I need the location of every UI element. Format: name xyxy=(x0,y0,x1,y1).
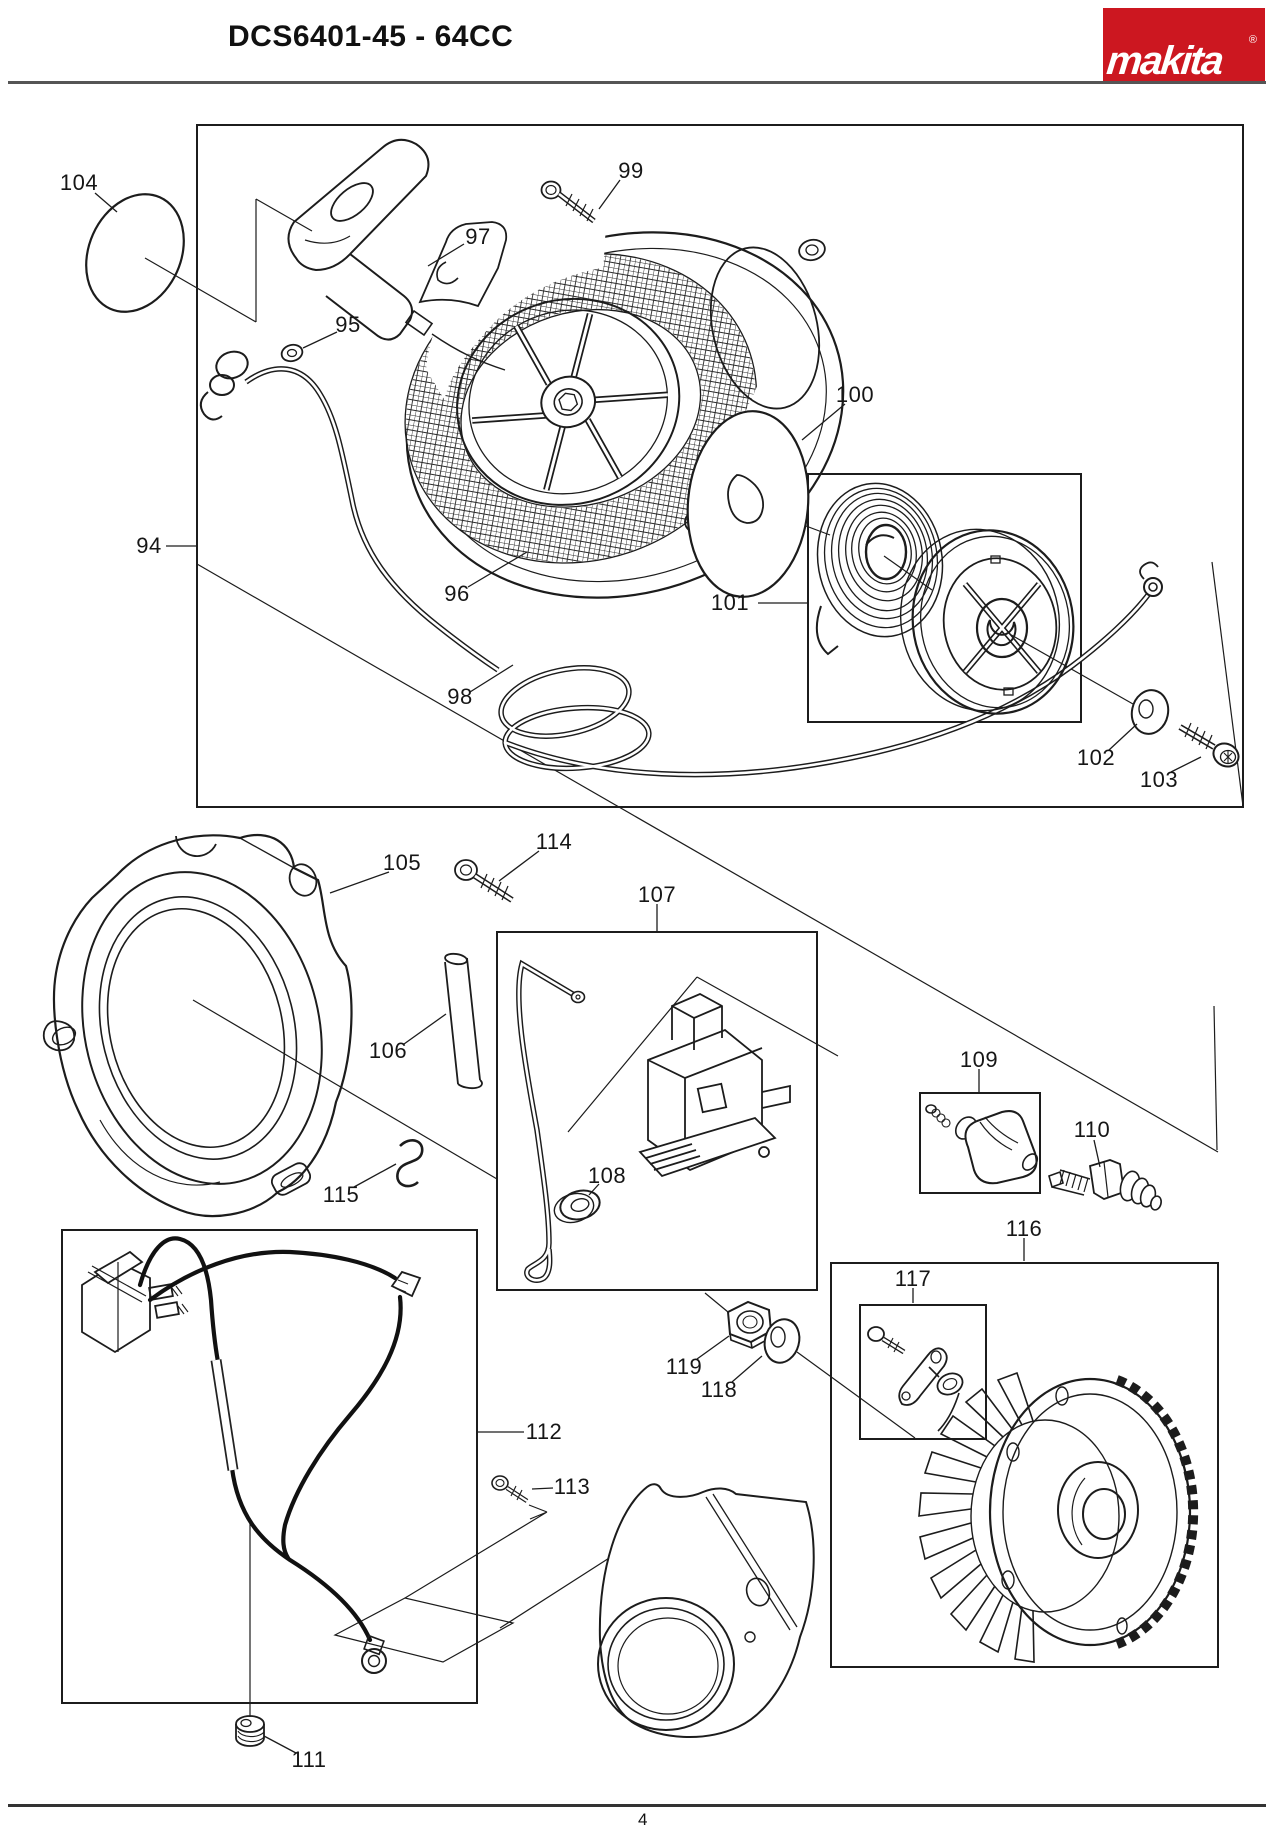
washer-118 xyxy=(763,1318,801,1364)
callout-99: 99 xyxy=(618,158,644,183)
callout-111: 111 xyxy=(291,1747,327,1772)
callout-113: 113 xyxy=(553,1474,591,1499)
screw-113 xyxy=(491,1475,529,1503)
callout-leaders xyxy=(94,179,1202,1754)
callout-117: 117 xyxy=(894,1266,932,1291)
callout-115: 115 xyxy=(322,1182,360,1207)
page-title: DCS6401-45 - 64CC xyxy=(228,20,514,53)
s-hook-115 xyxy=(396,1139,424,1188)
callout-114: 114 xyxy=(535,829,573,854)
callout-95: 95 xyxy=(335,312,361,337)
callout-109: 109 xyxy=(959,1047,999,1072)
footer-rule xyxy=(8,1804,1266,1807)
switch-harness-112 xyxy=(81,1236,422,1674)
starter-grip-97 xyxy=(287,138,506,371)
plug-cap-109 xyxy=(925,1104,1039,1185)
rewind-spring-101 xyxy=(815,482,944,656)
callout-97: 97 xyxy=(465,224,491,249)
pawl-kit-117 xyxy=(867,1326,964,1432)
callout-100: 100 xyxy=(835,382,875,407)
projection-lines xyxy=(144,198,1244,1717)
flywheel-116 xyxy=(918,1371,1199,1663)
spark-plug-110 xyxy=(1048,1159,1162,1211)
fan-cover-105 xyxy=(42,833,353,1218)
callout-108: 108 xyxy=(587,1163,627,1188)
callout-98: 98 xyxy=(447,684,473,709)
makita-logo: makita ® xyxy=(1103,8,1265,83)
detail-boxes xyxy=(61,124,1244,1704)
callout-96: 96 xyxy=(444,581,470,606)
cylinder-shroud-drawing xyxy=(597,1483,815,1739)
callout-110: 110 xyxy=(1073,1117,1111,1142)
screw-114 xyxy=(454,859,514,903)
callout-101: 101 xyxy=(710,590,750,615)
callout-107: 107 xyxy=(637,882,677,907)
callout-103: 103 xyxy=(1139,767,1179,792)
callout-118: 118 xyxy=(700,1377,738,1402)
callout-119: 119 xyxy=(665,1354,703,1379)
registered-mark: ® xyxy=(1248,34,1257,46)
grommet-111 xyxy=(235,1715,265,1747)
starter-pulley-101 xyxy=(899,528,1075,715)
screw-99 xyxy=(540,180,596,224)
washer-95 xyxy=(280,343,304,363)
callout-102: 102 xyxy=(1076,745,1116,770)
callout-104: 104 xyxy=(59,170,99,195)
friction-plate-100 xyxy=(686,410,810,598)
grommet-108 xyxy=(553,1189,601,1224)
screw-103 xyxy=(1178,722,1240,768)
gasket-104 xyxy=(85,193,185,313)
callout-105: 105 xyxy=(382,850,422,875)
callout-116: 116 xyxy=(1005,1216,1043,1241)
washer-102 xyxy=(1130,689,1170,735)
ignition-coil-107 xyxy=(516,959,791,1283)
callout-94: 94 xyxy=(136,533,162,558)
starter-housing-94 xyxy=(404,221,845,599)
starter-rope-98 xyxy=(199,350,1163,778)
header-rule xyxy=(8,81,1266,84)
page-number: 4 xyxy=(638,1810,648,1829)
callout-106: 106 xyxy=(368,1038,408,1063)
callout-112: 112 xyxy=(525,1419,563,1444)
pipe-106 xyxy=(444,952,483,1090)
